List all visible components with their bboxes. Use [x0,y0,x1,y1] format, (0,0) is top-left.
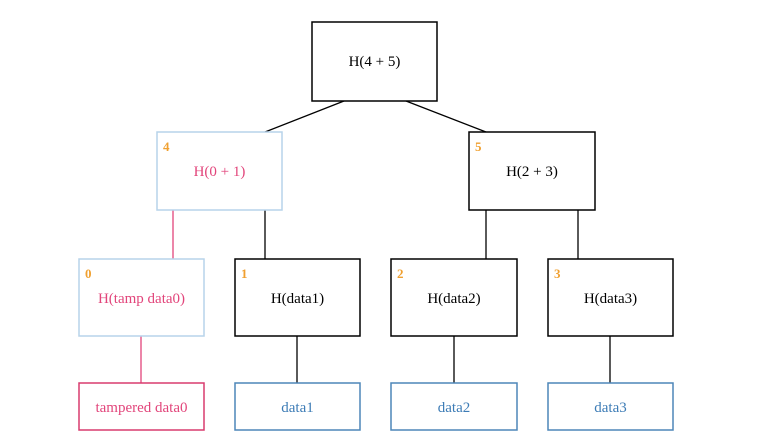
node-1-box [234,258,361,337]
node-1-index: 1 [241,266,248,281]
node-3: 3 H(data3) [547,258,674,337]
node-root-box [311,21,438,102]
data-block-1: data1 [234,382,361,431]
node-root: H(4 + 5) [311,21,438,102]
data-block-0-box [78,382,205,431]
data-block-1-box [234,382,361,431]
node-0-box [78,258,205,337]
node-2-index: 2 [397,266,404,281]
data-block-0: tampered data0 [78,382,205,431]
node-5-box [468,131,596,211]
edge-root-n5 [405,100,487,133]
node-2-box [390,258,518,337]
data-block-1-label: data1 [281,400,313,416]
node-0-label: H(tamp data0) [98,291,185,307]
node-4-index: 4 [163,139,170,154]
tree-edges [140,100,611,383]
node-5-label: H(2 + 3) [506,164,558,180]
data-block-2-box [390,382,518,431]
data-block-2-label: data2 [438,400,470,416]
data-block-2: data2 [390,382,518,431]
node-4-label: H(0 + 1) [194,164,246,180]
node-3-index: 3 [554,266,561,281]
node-root-label: H(4 + 5) [349,54,401,70]
data-block-3-box [547,382,674,431]
edge-root-n4 [264,100,345,133]
node-2: 2 H(data2) [390,258,518,337]
node-2-label: H(data2) [427,291,480,307]
node-0-index: 0 [85,266,92,281]
node-1: 1 H(data1) [234,258,361,337]
node-4-box [156,131,283,211]
data-block-3: data3 [547,382,674,431]
node-1-label: H(data1) [271,291,324,307]
node-3-box [547,258,674,337]
data-block-3-label: data3 [594,400,626,416]
node-0: 0 H(tamp data0) [78,258,205,337]
node-3-label: H(data3) [584,291,637,307]
node-5-index: 5 [475,139,482,154]
node-5: 5 H(2 + 3) [468,131,596,211]
node-4: 4 H(0 + 1) [156,131,283,211]
data-block-0-label: tampered data0 [95,400,187,416]
